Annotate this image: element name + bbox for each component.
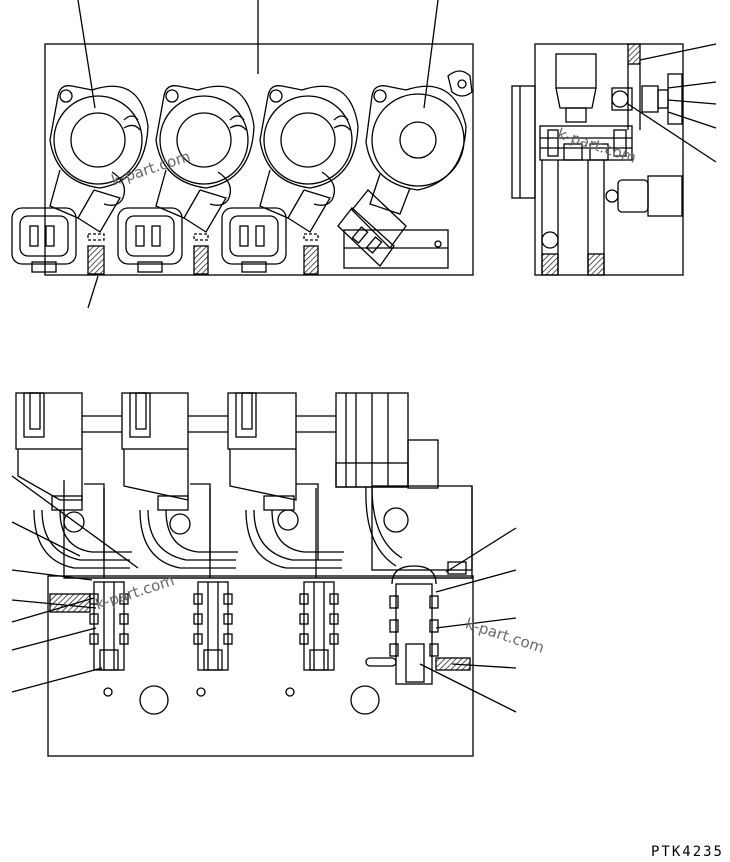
drawing-code: PTK4235 [650,844,724,860]
valve-side-section [511,43,717,276]
spool-3 [299,581,339,671]
spool-1 [49,581,129,671]
connector-1 [15,392,132,569]
connector-2 [121,392,238,569]
solenoid-2 [117,85,255,273]
solenoid-block-top-view [11,0,474,309]
spool-4 [365,565,471,685]
solenoid-3 [221,85,359,273]
spool-2 [193,581,233,671]
connector-3 [227,392,344,569]
valve-front-section [11,392,517,757]
solenoid-4 [337,70,473,269]
connector-4 [335,392,473,575]
solenoid-1 [11,85,149,273]
hatched-bolt-sections [87,233,319,275]
